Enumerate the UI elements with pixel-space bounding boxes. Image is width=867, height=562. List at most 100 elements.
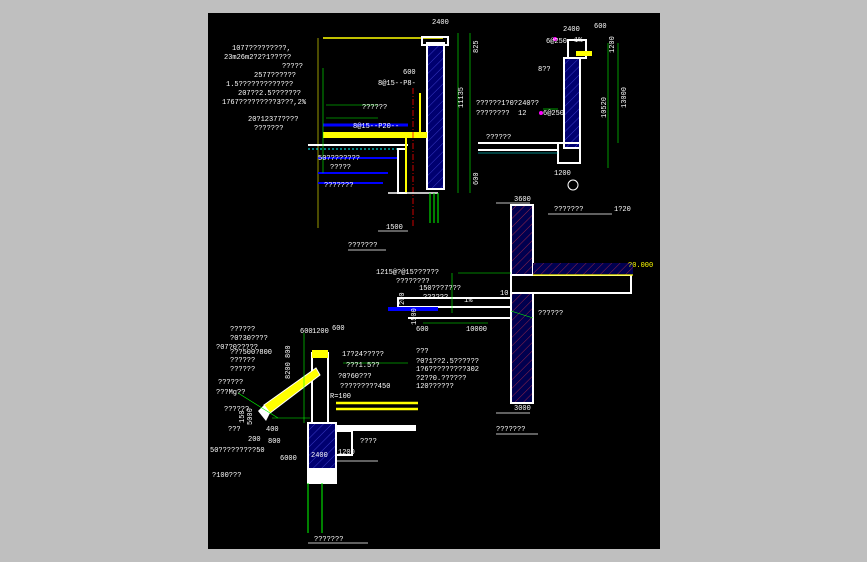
note-12: ?100??? [212, 472, 241, 480]
elevation-label: ?0.000 [628, 262, 653, 270]
note-11: 50?????????50 [210, 447, 265, 455]
dim-1200: 1200 [312, 328, 329, 336]
dim-3600: 3600 [514, 196, 531, 204]
eave-gutter [576, 51, 592, 56]
note-3: ????? [282, 63, 303, 71]
dim-1500: 1500 [411, 308, 419, 325]
dim-1500: 1500 [386, 224, 403, 232]
dim-8200: 8200 [285, 362, 293, 379]
label-8: 8?? [538, 66, 551, 74]
note-9: ??????? [254, 125, 283, 133]
detail-1: 1077?????????, 23m26m2?2?1????? ????? 25… [222, 19, 481, 251]
cad-canvas: 1077?????????, 23m26m2?2?1????? ????? 25… [210, 19, 653, 544]
label-d: ??????? [324, 182, 353, 190]
dim-200: 200 [399, 292, 407, 305]
cad-drawing-sheet: 1077?????????, 23m26m2?2?1????? ????? 25… [208, 13, 660, 549]
leader-line [510, 310, 534, 319]
eave-tip [258, 405, 270, 421]
scale-label: 1?20 [614, 206, 631, 214]
note-2: 23m26m2?2?1????? [224, 54, 291, 62]
note-r7: 1?6?????????302 [416, 366, 479, 374]
note-9: ?????? [224, 406, 249, 414]
note-6: ?????? [230, 366, 255, 374]
canopy-slab [397, 297, 512, 308]
note-7: ?????? [218, 379, 243, 387]
note-r3: ?0?60??? [338, 373, 372, 381]
dim-800-b: 800 [268, 438, 281, 446]
note-2: ?0?30???? [230, 335, 268, 343]
dim-600-a: 600 [300, 328, 313, 336]
note-r2: ???1.5?? [346, 362, 380, 370]
note-3: 150???7??? [419, 285, 461, 293]
dim-600-b: 600 [332, 325, 345, 333]
label-c: ????? [330, 164, 351, 172]
label-a: ?????? [362, 104, 387, 112]
dim-1200: 1200 [609, 36, 617, 53]
note-r9: 120?????? [416, 383, 454, 391]
note-4: ?????? [423, 294, 448, 302]
detail-4: 600 1200 600 800 8200 6000 2400 1200 200… [210, 325, 479, 544]
note-r8: ?2??0.?????? [416, 375, 466, 383]
beam [335, 430, 353, 456]
rebar-label-1: 8@15--P8- [378, 80, 416, 88]
note-b: ???????? [476, 110, 510, 118]
radius-label: R=100 [330, 393, 351, 401]
dim-600: 600 [416, 326, 429, 334]
heading-label: ??????? [554, 206, 583, 214]
label-12: 12 [518, 110, 526, 118]
dim-1200-b: 1200 [338, 449, 355, 457]
detail-3: 3600 600 10000 3000 200 1500 10 1215@?@1… [376, 196, 653, 434]
dim-5000: 5000 [247, 408, 255, 425]
note-7: 1767?????????3???,2% [222, 99, 307, 107]
slab-top [336, 425, 416, 431]
dim-13000: 13000 [621, 87, 629, 108]
note-r5: ??? [416, 348, 429, 356]
dim-11135: 11135 [458, 87, 466, 108]
dim-2400: 2400 [311, 452, 328, 460]
column-base [308, 468, 336, 483]
note-c: ?????? [486, 134, 511, 142]
leader-line [237, 392, 279, 419]
parapet-cap [421, 36, 449, 46]
dim-400: 400 [266, 426, 279, 434]
note-r1: 17?24????? [342, 351, 384, 359]
floor-fill [533, 263, 633, 275]
dim-3000: 3000 [514, 405, 531, 413]
note-1: ?????? [230, 326, 255, 334]
note-6: 207??2.5??????? [238, 90, 301, 98]
dim-2400: 2400 [563, 26, 580, 34]
rebar-label-2: 8@15--P20-- [353, 123, 399, 131]
wall-section [426, 42, 445, 190]
node-marker [539, 111, 543, 115]
beam-section [397, 148, 407, 194]
dim-10520: 10520 [601, 97, 609, 118]
note-a: ??????1?0?240?? [476, 100, 539, 108]
dim-10: 10 [500, 290, 508, 298]
note-5: 1.5????????????? [226, 81, 293, 89]
note-1: 1215@?@15?????? [376, 269, 439, 277]
upper-wall [510, 204, 534, 276]
dim-800: 800 [285, 345, 293, 358]
note-1: 1077?????????, [232, 45, 291, 53]
rebar-label-2: 6@250 [543, 110, 564, 118]
note-4: 2577?????? [254, 72, 296, 80]
note-2: ???????? [396, 278, 430, 286]
leader-label: ???? [360, 438, 377, 446]
slope-label: 1% [574, 37, 583, 45]
lower-wall [510, 292, 534, 404]
label-b: 50???????? [318, 155, 360, 163]
detail4-title: ??????? [314, 536, 343, 544]
dim-600-b: 600 [473, 172, 481, 185]
note-4: ???500?800 [230, 349, 272, 357]
note-8: ???Mg?? [216, 389, 245, 397]
note-3: ?07?0????? [216, 344, 258, 352]
note-10: ??? [228, 426, 241, 434]
detail-2: 2400 600 1200 13000 10520 1200 6@250 1% … [476, 23, 629, 191]
eave-head [567, 39, 587, 59]
axis-bubble [567, 179, 579, 191]
slope-label: 1% [464, 297, 473, 305]
floor-slab [510, 274, 632, 294]
dim-1200-b: 1200 [554, 170, 571, 178]
floor-slab-yellow [323, 132, 427, 138]
parapet [311, 352, 329, 424]
